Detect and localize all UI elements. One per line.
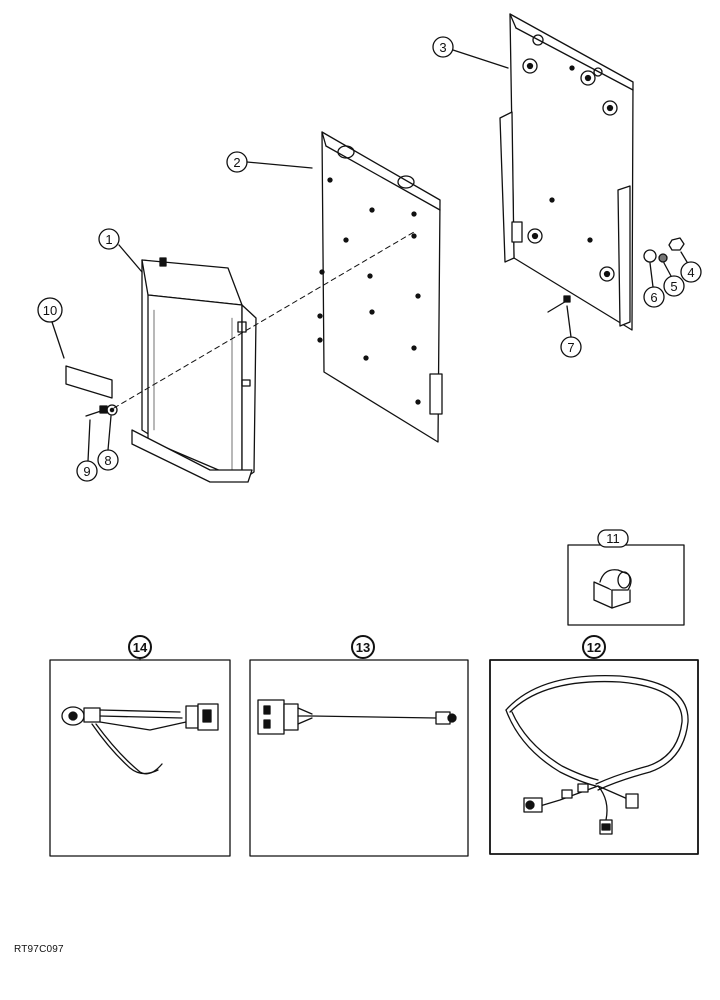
cable-part-12 [505,674,689,835]
callout-6: 6 [643,262,665,308]
detail-box-part-14: 14 [49,635,231,857]
bolt-part-7 [547,295,571,313]
screw-part-9 [85,405,108,417]
svg-text:8: 8 [104,453,111,468]
callout-9: 9 [76,419,98,482]
callout-2: 2 [226,151,313,173]
detail-box-part-12: 12 [489,635,699,855]
detail-box-part-13: 13 [249,635,469,857]
figure-reference-code: RT97C097 [14,944,64,955]
washer-part-8 [106,404,118,416]
control-module-part-1 [131,257,257,483]
svg-text:5: 5 [670,279,677,294]
callout-5: 5 [663,262,685,297]
mounting-bracket-part-3 [499,13,634,331]
lockwasher-part-5 [658,253,668,263]
decal-part-10 [65,365,113,399]
callout-8: 8 [97,415,119,471]
svg-text:14: 14 [133,640,148,655]
callout-10: 10 [37,297,65,359]
svg-text:3: 3 [439,40,446,55]
alignment-dashed-line [113,231,415,409]
svg-text:9: 9 [83,464,90,479]
harness-part-13 [257,699,457,735]
callout-1: 1 [98,228,143,273]
callout-4: 4 [680,251,702,283]
svg-text:10: 10 [43,303,57,318]
harness-part-14 [61,703,219,775]
nut-part-4 [668,237,685,251]
washer-part-6 [643,249,657,263]
svg-text:13: 13 [356,640,370,655]
svg-text:12: 12 [587,640,601,655]
svg-text:4: 4 [687,265,694,280]
detail-box-part-11: 11 [567,529,685,626]
svg-text:6: 6 [650,290,657,305]
svg-text:11: 11 [606,531,620,546]
svg-text:7: 7 [567,340,574,355]
mounting-plate-part-2 [317,131,443,443]
svg-text:1: 1 [105,232,112,247]
svg-text:2: 2 [233,155,240,170]
callout-3: 3 [432,36,509,69]
callout-7: 7 [560,305,582,358]
clip-part-11 [593,569,632,609]
